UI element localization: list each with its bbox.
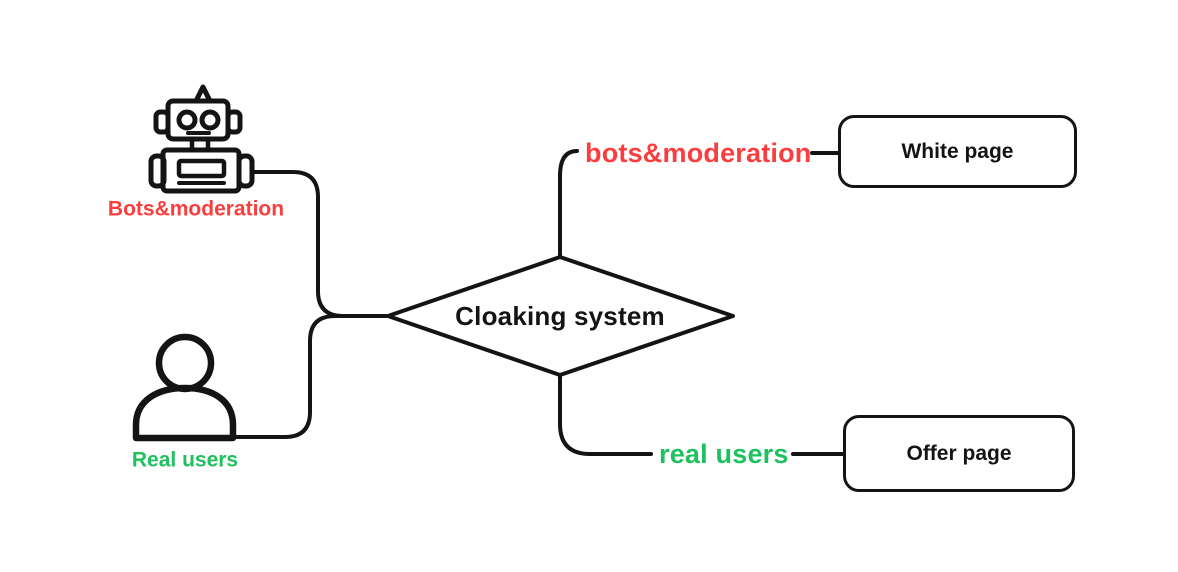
white-page-node: White page <box>838 115 1077 188</box>
decision-diamond <box>386 255 735 377</box>
robot-icon <box>148 84 255 194</box>
real-users-source-label: Real users <box>131 448 239 472</box>
connector-decision-to-bots-branch <box>558 149 579 257</box>
connector-users-to-decision <box>231 314 388 439</box>
person-icon <box>132 333 237 442</box>
connector-bots-to-decision <box>250 170 388 318</box>
real-users-branch-label: real users <box>659 438 789 469</box>
offer-page-node: Offer page <box>843 415 1075 492</box>
decision-label: Cloaking system <box>455 300 665 331</box>
white-page-node-label: White page <box>901 139 1014 163</box>
connector-decision-to-users-branch <box>558 374 653 456</box>
offer-page-node-label: Offer page <box>906 441 1012 465</box>
bots-branch-label: bots&moderation <box>585 137 812 168</box>
bots-source-label: Bots&moderation <box>107 197 285 221</box>
